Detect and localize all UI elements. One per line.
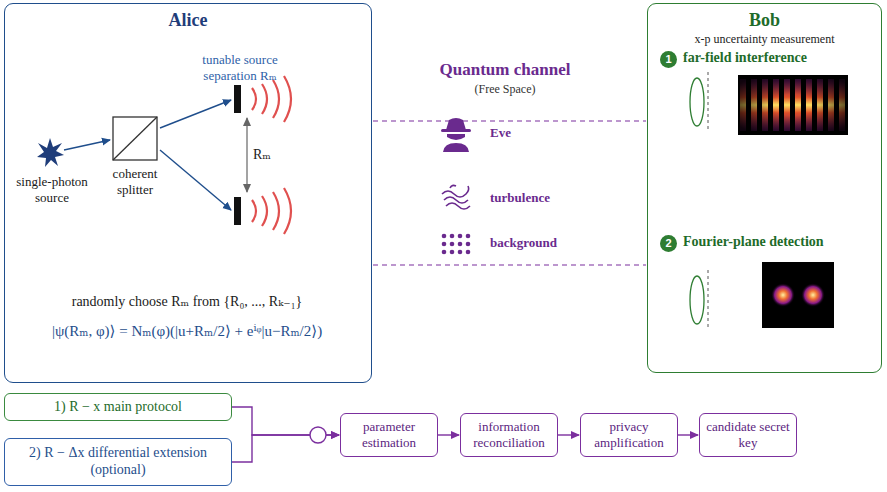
turbulence-icon bbox=[444, 197, 468, 203]
emission-waves bbox=[262, 196, 267, 226]
background-dots bbox=[442, 242, 447, 247]
background-dots bbox=[466, 250, 471, 255]
turbulence-icon bbox=[450, 185, 456, 188]
lens bbox=[690, 276, 704, 324]
background-dots bbox=[466, 234, 471, 239]
channel-subtitle: (Free Space) bbox=[430, 82, 580, 96]
spot-image bbox=[762, 262, 834, 328]
measurement-label: Fourier-plane detection bbox=[683, 234, 863, 251]
background-dots bbox=[458, 234, 463, 239]
component-label: single-photon source bbox=[14, 174, 90, 205]
background-dots bbox=[466, 242, 471, 247]
turbulence-icon bbox=[442, 185, 470, 209]
measurement-label: far-field interference bbox=[683, 50, 863, 67]
spot-image bbox=[801, 283, 825, 307]
node-subtitle: x-p uncertainty measurement bbox=[648, 32, 881, 47]
merge-circle bbox=[310, 427, 326, 443]
emission-waves bbox=[284, 188, 291, 234]
protocol-box: 1) R − x main protocol bbox=[4, 393, 232, 421]
background-dots bbox=[458, 250, 463, 255]
photon-source bbox=[37, 138, 64, 167]
eve-icon bbox=[447, 134, 465, 140]
eve-icon bbox=[441, 129, 471, 132]
emission-waves bbox=[284, 76, 291, 122]
channel-item: turbulence bbox=[490, 190, 600, 206]
background-dots bbox=[442, 234, 471, 255]
component-label: tunable source separation Rₘ bbox=[180, 52, 300, 83]
emission-waves bbox=[252, 76, 291, 234]
fringe-image bbox=[738, 75, 848, 135]
node-title: privacy amplification bbox=[587, 419, 671, 450]
node-title: Alice bbox=[5, 10, 371, 31]
channel-boundary bbox=[373, 120, 646, 121]
spot-image bbox=[762, 262, 834, 328]
background-dots bbox=[442, 234, 447, 239]
background-dots bbox=[450, 242, 455, 247]
flow-arrow bbox=[678, 434, 698, 435]
eve-icon bbox=[441, 118, 471, 152]
node-title: 2) R − Δx differential extension (option… bbox=[11, 445, 225, 479]
flow-arrow bbox=[438, 434, 459, 435]
process-box: parameter estimation bbox=[340, 413, 438, 457]
background-dots bbox=[450, 250, 455, 255]
node-title: Bob bbox=[648, 10, 881, 31]
channel-item: background bbox=[490, 235, 600, 251]
process-box: candidate secret key bbox=[699, 413, 797, 457]
beam-splitter bbox=[113, 117, 157, 160]
source-aperture bbox=[234, 85, 241, 113]
background-dots bbox=[450, 234, 455, 239]
process-box: privacy amplification bbox=[580, 413, 678, 457]
node-title: information reconciliation bbox=[467, 419, 551, 450]
process-box: information reconciliation bbox=[460, 413, 558, 457]
fringe-image bbox=[738, 75, 848, 135]
flow-arrow bbox=[558, 434, 579, 435]
beam-splitter bbox=[113, 117, 157, 160]
eve-icon bbox=[446, 118, 466, 130]
focal-plane bbox=[708, 72, 709, 132]
lens bbox=[690, 78, 704, 126]
emission-waves bbox=[273, 192, 279, 230]
channel-title: Quantum channel bbox=[405, 60, 605, 80]
component-label: coherent splitter bbox=[95, 166, 175, 197]
emission-waves bbox=[252, 88, 256, 110]
beam-arrow bbox=[160, 100, 231, 128]
source-aperture bbox=[234, 197, 241, 225]
emission-waves bbox=[262, 84, 267, 114]
state-formula: |ψ(Rₘ, φ)⟩ = Nₘ(φ)(|u+Rₘ/2⟩ + eⁱᵠ|u−Rₘ/2… bbox=[8, 322, 366, 340]
background-dots bbox=[442, 250, 447, 255]
protocol-box: 2) R − Δx differential extension (option… bbox=[4, 438, 232, 486]
node-title: parameter estimation bbox=[347, 419, 431, 450]
note-text: randomly choose Rₘ from {R₀, ..., Rₖ₋₁} bbox=[12, 294, 362, 311]
separation-arrow bbox=[246, 118, 247, 192]
node-title: 1) R − x main protocol bbox=[54, 399, 182, 416]
node-title: candidate secret key bbox=[706, 419, 790, 450]
emission-waves bbox=[273, 80, 279, 118]
focal-plane bbox=[708, 270, 709, 330]
turbulence-icon bbox=[446, 203, 470, 209]
channel-boundary bbox=[373, 264, 646, 265]
background-dots bbox=[458, 242, 463, 247]
dimension-label: Rₘ bbox=[253, 147, 283, 164]
channel-item: Eve bbox=[490, 125, 600, 141]
callout-number: 1 bbox=[660, 51, 677, 68]
fringe-image bbox=[738, 75, 848, 135]
beam-arrow bbox=[64, 140, 110, 150]
beam-splitter bbox=[113, 117, 157, 160]
callout-number: 2 bbox=[660, 235, 677, 252]
beam-arrow bbox=[160, 150, 231, 210]
spot-image bbox=[771, 283, 795, 307]
turbulence-icon bbox=[442, 186, 469, 197]
eve-icon bbox=[443, 143, 469, 152]
emission-waves bbox=[252, 200, 256, 222]
fringe-image bbox=[738, 75, 848, 135]
